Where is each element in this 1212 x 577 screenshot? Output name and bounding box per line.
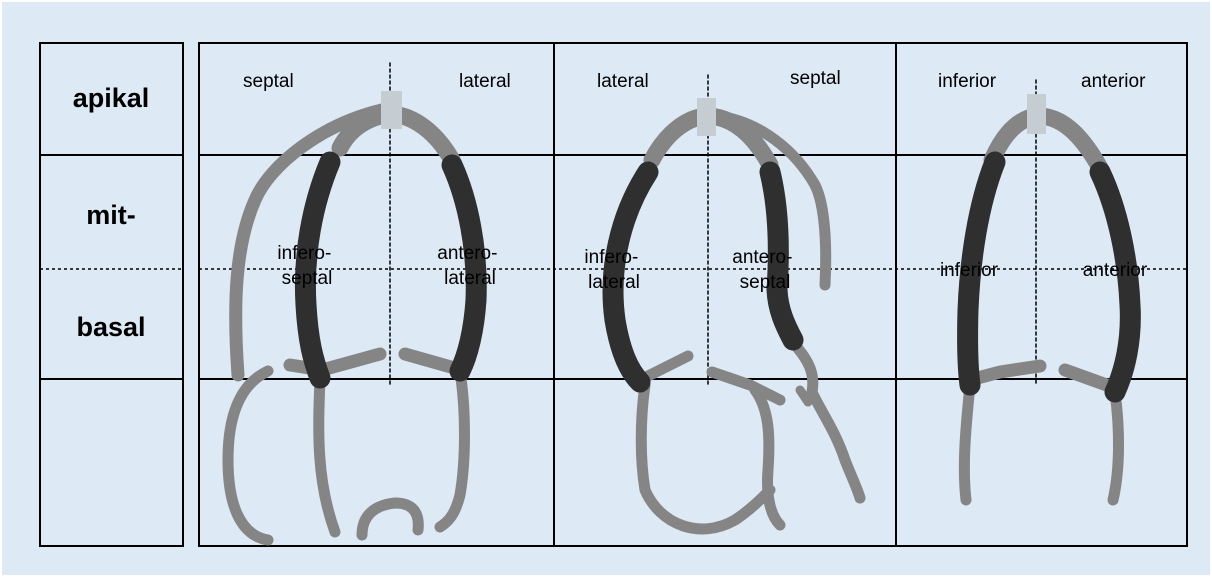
panel-3-wall-label-left: inferior	[938, 71, 997, 92]
panel-2-wall-label-right: septal	[790, 68, 841, 89]
panel-3-segment-label-right: anterior	[1083, 260, 1148, 281]
panel-3-wall-label-right: anterior	[1081, 71, 1146, 92]
row-label-apical: apikal	[73, 83, 150, 113]
panel-2-apex-cap	[697, 98, 716, 136]
row-label-mid: mit-	[86, 200, 136, 230]
panel-1-wall-label-left: septal	[243, 71, 294, 92]
panel-3-segment-label-left: inferior	[940, 260, 999, 281]
panel-3-right-chamber	[1113, 392, 1119, 500]
panel-3-apex-cap	[1027, 94, 1046, 134]
panel-2-wall-label-left: lateral	[597, 71, 649, 92]
row-label-basal: basal	[76, 312, 145, 342]
panel-1-apex-cap	[381, 91, 402, 129]
panel-1-wall-label-right: lateral	[459, 71, 511, 92]
panel-3-left-chamber	[964, 385, 970, 500]
